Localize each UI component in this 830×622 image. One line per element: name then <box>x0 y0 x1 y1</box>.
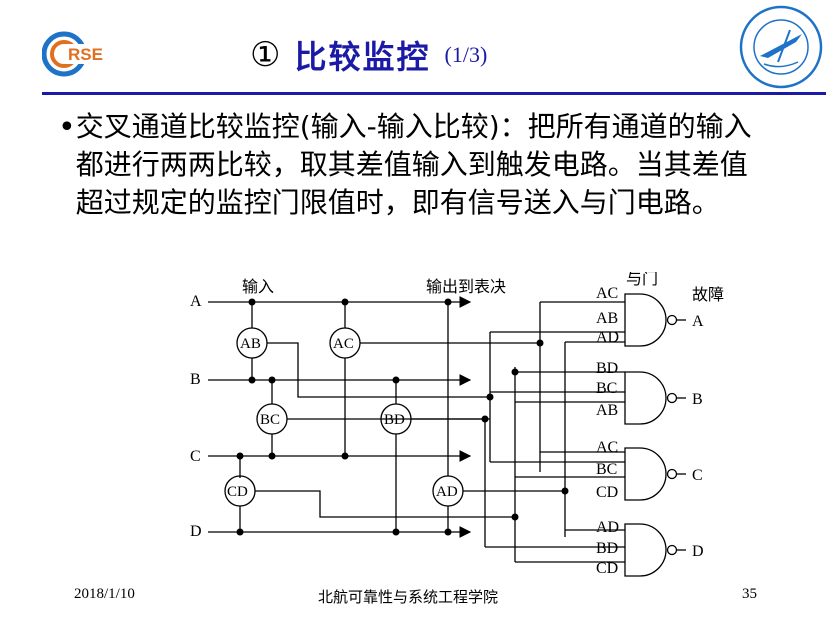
and-gate-c: C <box>624 447 703 501</box>
comparison-monitor-diagram: 输入 输出到表决 与门 故障 A B C D AB AC BC BD CD <box>190 272 724 577</box>
title-text: 比较监控 <box>294 38 431 76</box>
bullet-marker: • <box>58 110 76 145</box>
gate-c-output: C <box>692 467 703 484</box>
channel-label-c: C <box>190 448 201 465</box>
label-fault: 故障 <box>692 286 724 304</box>
gate-c-input-1: AC <box>596 439 618 456</box>
bullet-item: • 交叉通道比较监控(输入-输入比较)：把所有通道的输入都进行两两比较，取其差值… <box>58 108 758 222</box>
gate-b-input-2: BC <box>596 380 617 397</box>
comparator-ab: AB <box>236 327 268 359</box>
footer-page-number: 35 <box>742 586 757 602</box>
svg-text:BD: BD <box>384 412 405 428</box>
gate-d-output: D <box>692 543 704 560</box>
label-and-gate: 与门 <box>626 272 658 288</box>
gate-d-input-3: CD <box>596 560 618 577</box>
channel-label-a: A <box>190 293 202 310</box>
and-gate-b: B <box>624 371 703 425</box>
slide-title: ① 比较监控 (1/3) <box>250 30 487 80</box>
bullet-text: 交叉通道比较监控(输入-输入比较)：把所有通道的输入都进行两两比较，取其差值输入… <box>75 110 752 219</box>
title-divider <box>42 92 826 95</box>
gate-a-output: A <box>692 313 704 330</box>
svg-text:AB: AB <box>240 336 261 352</box>
gate-c-input-3: CD <box>596 484 618 501</box>
rse-logo-text: RSE <box>68 45 103 64</box>
comparator-bc: BC <box>256 403 288 435</box>
footer-org: 北航可靠性与系统工程学院 <box>318 590 499 606</box>
comparator-ad: AD <box>432 475 464 507</box>
svg-text:AD: AD <box>436 484 458 500</box>
gate-a-input-1: AC <box>596 285 618 302</box>
gate-b-input-1: BD <box>596 360 618 377</box>
university-seal-logo <box>739 5 823 89</box>
rse-logo: RSE <box>42 31 108 77</box>
gate-d-input-2: BD <box>596 540 618 557</box>
gate-c-input-2: BC <box>596 461 617 478</box>
svg-text:CD: CD <box>227 484 248 500</box>
gate-b-input-3: AB <box>596 402 618 419</box>
gate-b-output: B <box>692 391 703 408</box>
and-gate-a: A <box>624 293 704 347</box>
comparator-cd: CD <box>224 475 256 507</box>
channel-label-d: D <box>190 523 202 540</box>
comparator-ac: AC <box>329 327 361 359</box>
svg-text:BC: BC <box>260 412 280 428</box>
channel-label-b: B <box>190 371 201 388</box>
and-gate-d: D <box>624 523 704 577</box>
title-page: (1/3) <box>444 42 488 67</box>
label-output: 输出到表决 <box>426 278 506 296</box>
footer-date: 2018/1/10 <box>74 586 135 602</box>
label-input: 输入 <box>242 278 274 296</box>
gate-d-input-1: AD <box>596 519 619 536</box>
gate-a-input-2: AB <box>596 310 618 327</box>
svg-text:AC: AC <box>333 336 354 352</box>
title-number: ① <box>250 35 281 75</box>
gate-a-input-3: AD <box>596 329 619 346</box>
